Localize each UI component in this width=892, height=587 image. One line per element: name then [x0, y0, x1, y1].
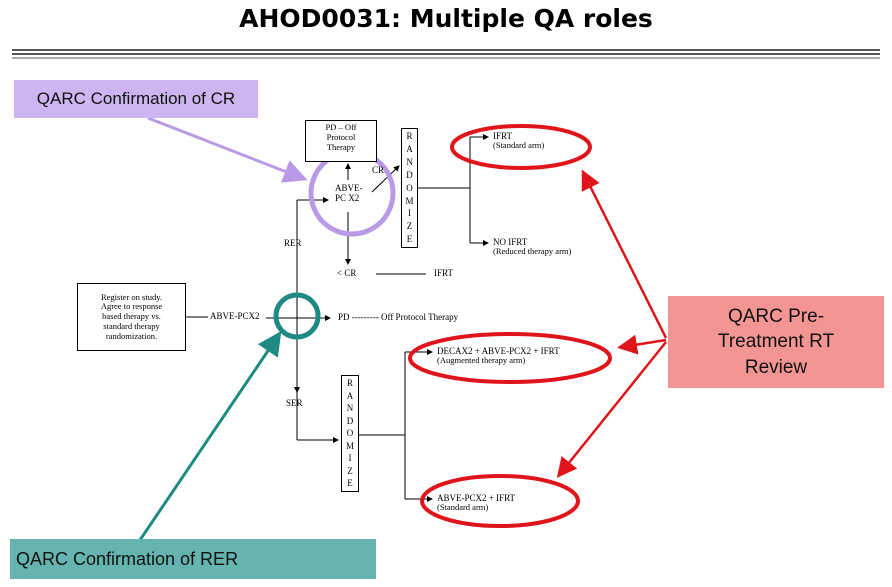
- rer-callout-arrow: [138, 331, 282, 541]
- less-than-cr-label: < CR: [337, 268, 357, 278]
- rer-highlight-circle: [273, 292, 321, 340]
- randomize-letter: O: [346, 428, 354, 439]
- cr-confirmation-callout: QARC Confirmation of CR: [14, 80, 258, 118]
- randomize-letter: N: [406, 157, 413, 168]
- ifrt-standard-ellipse: [450, 124, 592, 170]
- abve-pcx2-label: ABVE-PCX2: [210, 311, 260, 321]
- randomize-letter: A: [346, 390, 354, 401]
- arm-name: DECAX2 + ABVE-PCX2 + IFRT: [437, 346, 560, 356]
- randomize-letter: D: [346, 415, 354, 426]
- rer-confirmation-callout: QARC Confirmation of RER: [10, 539, 376, 579]
- decax-ellipse: [408, 332, 612, 384]
- ifrt-after-ltcr-label: IFRT: [434, 268, 453, 278]
- rt-arrow-middle: [617, 334, 667, 355]
- randomize-box-top: R A N D O M I Z E: [401, 128, 418, 248]
- pd-off-protocol-label: PD --------- Off Protocol Therapy: [338, 312, 459, 322]
- cr-label: CR: [372, 165, 385, 175]
- randomize-letter: Z: [406, 221, 413, 232]
- randomize-letter: N: [346, 403, 354, 414]
- randomize-letter: E: [406, 234, 413, 245]
- randomize-letter: M: [405, 195, 414, 206]
- randomize-letter: M: [345, 440, 354, 451]
- pd-box-line: Therapy: [326, 141, 356, 152]
- pd-box-line: PD – Off: [325, 122, 357, 132]
- title-underline: [12, 49, 880, 59]
- randomize-letter: A: [406, 144, 413, 155]
- register-line: randomization.: [105, 330, 158, 341]
- rt-callout-line-1: QARC Pre-: [727, 305, 825, 327]
- randomize-letter: R: [346, 378, 353, 389]
- arm-desc: (Standard arm): [437, 502, 489, 513]
- rt-callout-line-3: Review: [744, 356, 808, 378]
- arm-no-ifrt: NO IFRT (Reduced therapy arm): [493, 237, 571, 257]
- randomize-letter: E: [347, 478, 353, 489]
- register-line: based therapy vs.: [102, 311, 161, 322]
- randomize-letter: O: [406, 182, 413, 193]
- arm-name: NO IFRT: [493, 237, 528, 247]
- arm-desc: (Augmented therapy arm): [437, 355, 526, 366]
- arm-name: ABVE-PCX2 + IFRT: [437, 493, 516, 503]
- page-title: AHOD0031: Multiple QA roles: [239, 4, 653, 33]
- pretreatment-rt-review-callout: QARC Pre- Treatment RT Review: [668, 296, 884, 388]
- rt-arrow-bottom: [556, 341, 667, 478]
- cr-callout-arrow: [147, 116, 308, 183]
- randomize-letter: I: [348, 453, 352, 464]
- ser-label: SER: [286, 398, 303, 408]
- arm-ifrt-standard: IFRT (Standard arm): [493, 131, 544, 151]
- abve-pc-line: ABVE-: [335, 183, 363, 193]
- arm-desc: (Reduced therapy arm): [493, 246, 572, 257]
- randomize-letter: I: [408, 208, 411, 219]
- rt-callout-line-2: Treatment RT: [717, 331, 835, 353]
- rer-label: RER: [284, 238, 302, 248]
- arm-abve-ifrt: ABVE-PCX2 + IFRT (Standard arm): [437, 493, 515, 513]
- arm-decax2: DECAX2 + ABVE-PCX2 + IFRT (Augmented the…: [437, 346, 560, 366]
- cr-arrow: [371, 165, 400, 193]
- register-line: Agree to response: [100, 301, 163, 312]
- pd-box-line: Protocol: [326, 131, 356, 142]
- register-box: Register on study. Agree to response bas…: [77, 283, 186, 351]
- randomize-letter: R: [406, 131, 413, 142]
- register-line: standard therapy: [103, 320, 160, 331]
- randomize-letter: D: [406, 169, 413, 180]
- abve-pc-x2-label: ABVE- PC X2: [335, 183, 363, 204]
- register-line: Register on study.: [100, 291, 163, 302]
- randomize-letter: Z: [347, 465, 353, 476]
- pd-off-protocol-box: PD – Off Protocol Therapy: [305, 120, 377, 162]
- arm-name: IFRT: [493, 131, 512, 141]
- arm-desc: (Standard arm): [493, 140, 545, 151]
- randomize-box-bottom: R A N D O M I Z E: [341, 375, 359, 492]
- rt-arrow-top: [581, 169, 668, 339]
- abve-ifrt-ellipse: [420, 474, 580, 528]
- abve-pc-line: PC X2: [335, 193, 360, 204]
